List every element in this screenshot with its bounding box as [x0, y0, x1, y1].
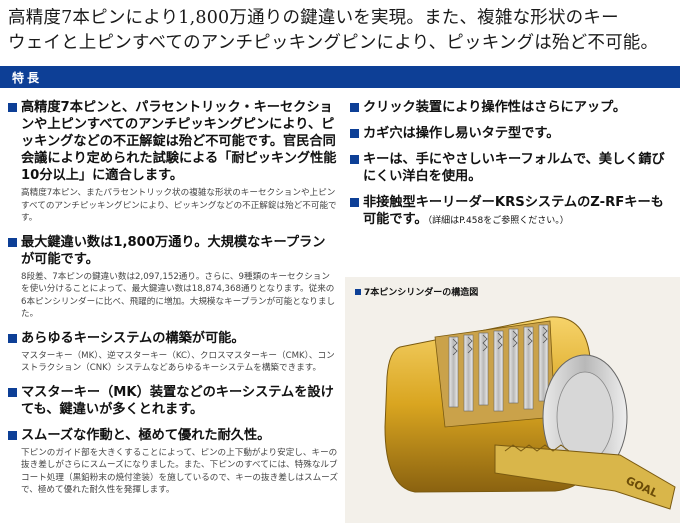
- bullet-square-icon: [8, 103, 17, 112]
- feature-item: 高精度7本ピンと、パラセントリック・キーセクションや上ピンすべてのアンチピッキン…: [8, 99, 338, 225]
- bullet-square-icon: [8, 333, 17, 343]
- feature-note: （詳細はP.458をご参照ください。）: [427, 216, 569, 226]
- headline-line-2: ウェイと上ピンすべてのアンチピッキングピンにより、ピッキングは殆ど不可能。: [8, 33, 659, 53]
- bullet-square-icon: [350, 155, 359, 164]
- feature-heading: 最大鍵違い数は1,800万通り。大規模なキープランが可能です。: [21, 234, 326, 267]
- headline-line-1: 高精度7本ピンにより1,800万通りの鍵違いを実現。また、複雑な形状のキー: [8, 8, 619, 28]
- feature-heading: キーは、手にやさしいキーフォルムで、美しく錆びにくい洋白を使用。: [363, 152, 665, 184]
- headline: 高精度7本ピンにより1,800万通りの鍵違いを実現。また、複雑な形状のキー ウェ…: [8, 6, 676, 56]
- feature-item: あらゆるキーシステムの構築が可能。 マスターキー（MK）、逆マスターキー（KC）…: [8, 330, 338, 375]
- figure-title: 7本ピンシリンダーの構造図: [355, 285, 478, 298]
- feature-heading: マスターキー（MK）装置などのキーシステムを設けても、鍵違いが多くとれます。: [21, 384, 334, 417]
- bullet-square-icon: [8, 430, 17, 440]
- bullet-square-icon: [350, 103, 359, 112]
- feature-heading: 高精度7本ピンと、パラセントリック・キーセクションや上ピンすべてのアンチピッキン…: [21, 100, 337, 183]
- feature-body: マスターキー（MK）、逆マスターキー（KC）、クロスマスターキー（CMK）、コン…: [21, 350, 335, 374]
- feature-item: カギ穴は操作し易いタテ型です。: [350, 125, 672, 142]
- feature-item: マスターキー（MK）装置などのキーシステムを設けても、鍵違いが多くとれます。: [8, 384, 338, 418]
- feature-item: クリック装置により操作性はさらにアップ。: [350, 99, 672, 116]
- feature-item: 非接触型キーリーダーKRSシステムのZ-RFキーも可能です。（詳細はP.458を…: [350, 194, 672, 230]
- feature-item: 最大鍵違い数は1,800万通り。大規模なキープランが可能です。 8段差、7本ピン…: [8, 234, 338, 321]
- section-title: 特長: [12, 71, 43, 85]
- feature-item: スムーズな作動と、極めて優れた耐久性。 下ピンのガイド部を大きくすることによって…: [8, 427, 338, 497]
- bullet-square-icon: [350, 129, 359, 138]
- feature-item: キーは、手にやさしいキーフォルムで、美しく錆びにくい洋白を使用。: [350, 151, 672, 185]
- cylinder-figure: 7本ピンシリンダーの構造図: [345, 277, 680, 523]
- feature-heading: クリック装置により操作性はさらにアップ。: [363, 100, 627, 115]
- feature-body: 8段差、7本ピンの鍵違い数は2,097,152通り。さらに、9種類のキーセクショ…: [21, 271, 336, 320]
- bullet-square-icon: [8, 387, 17, 397]
- feature-heading: あらゆるキーシステムの構築が可能。: [21, 330, 245, 346]
- section-bar: 特長: [0, 66, 680, 88]
- feature-heading: スムーズな作動と、極めて優れた耐久性。: [21, 427, 271, 443]
- figure-title-text: 7本ピンシリンダーの構造図: [364, 288, 479, 298]
- cylinder-cutaway-illustration: GOAL: [384, 316, 676, 510]
- features-left: 高精度7本ピンと、パラセントリック・キーセクションや上ピンすべてのアンチピッキン…: [8, 99, 338, 506]
- features-right: クリック装置により操作性はさらにアップ。 カギ穴は操作し易いタテ型です。 キーは…: [350, 99, 672, 239]
- feature-body: 高精度7本ピン、またパラセントリック状の複雑な形状のキーセクションや上ピンすべて…: [21, 188, 337, 223]
- bullet-square-icon: [350, 198, 359, 207]
- feature-heading: 非接触型キーリーダーKRSシステムのZ-RFキーも可能です。: [363, 195, 664, 227]
- bullet-square-icon: [355, 289, 361, 295]
- feature-body: 下ピンのガイド部を大きくすることによって、ピンの上下動がより安定し、キーの抜き差…: [21, 447, 338, 496]
- bullet-square-icon: [8, 237, 17, 247]
- feature-heading: カギ穴は操作し易いタテ型です。: [363, 126, 560, 141]
